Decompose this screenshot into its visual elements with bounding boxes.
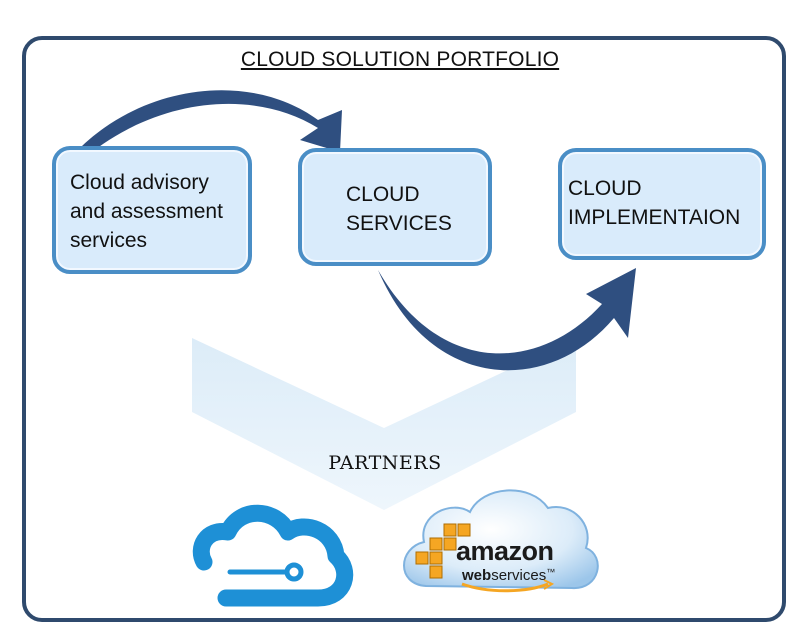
- box-cloud-advisory: Cloud advisory and assessment services: [52, 146, 252, 274]
- aws-sub-text: services: [491, 567, 547, 584]
- box-line: Cloud advisory: [70, 171, 209, 194]
- partners-label: PARTNERS: [328, 452, 442, 474]
- box-line: SERVICES: [346, 212, 452, 235]
- partners-funnel: [192, 338, 576, 510]
- aws-sub-bold: web: [462, 567, 492, 584]
- azure-logo-icon: [192, 504, 354, 607]
- arrow-advisory-to-services: [74, 90, 342, 162]
- box-cloud-implementation: CLOUD IMPLEMENTAION: [558, 148, 766, 260]
- aws-subtitle: webservices™: [462, 567, 555, 584]
- box-line: IMPLEMENTAION: [568, 206, 741, 229]
- arrow-services-to-implementation: [378, 268, 636, 371]
- box-cloud-advisory-label: Cloud advisory and assessment services: [70, 168, 252, 255]
- diagram-frame: [22, 36, 786, 622]
- box-cloud-implementation-label: CLOUD IMPLEMENTAION: [568, 174, 768, 232]
- box-line: CLOUD: [568, 177, 642, 200]
- box-line: services: [70, 229, 148, 252]
- box-line: CLOUD: [346, 183, 420, 206]
- aws-logo-icon: [403, 489, 599, 593]
- box-cloud-services-label: CLOUD SERVICES: [346, 180, 486, 238]
- aws-tm: ™: [546, 567, 556, 577]
- aws-wordmark: amazon: [456, 536, 554, 566]
- box-line: and assessment: [70, 200, 223, 223]
- box-cloud-services: CLOUD SERVICES: [298, 148, 492, 266]
- diagram-title: CLOUD SOLUTION PORTFOLIO: [240, 48, 560, 71]
